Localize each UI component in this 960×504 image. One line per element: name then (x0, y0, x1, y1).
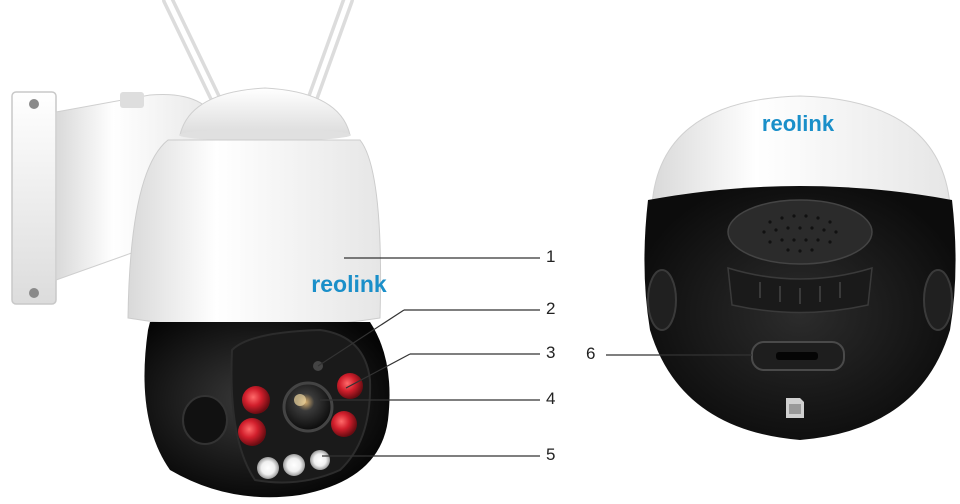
callout-5: 5 (546, 445, 556, 464)
spotlight-led (283, 454, 305, 476)
callout-3: 3 (546, 343, 556, 362)
callout-6: 6 (586, 344, 596, 363)
antenna-right (306, 0, 354, 106)
callout-4: 4 (546, 389, 556, 408)
callout-lines-left (317, 257, 540, 457)
camera-housing (127, 139, 382, 329)
ir-led (242, 386, 270, 414)
spotlight-led (257, 457, 279, 479)
wall-mount-plate (11, 91, 57, 305)
mount-arm-bracket (120, 92, 144, 108)
ir-led (331, 411, 357, 437)
callout-1: 1 (546, 247, 556, 266)
speaker-grille (727, 199, 873, 265)
dome-side-knob (182, 395, 228, 445)
antenna-left (162, 0, 226, 114)
top-cap (179, 87, 351, 136)
mount-screw-icon (29, 99, 39, 109)
side-knob (647, 269, 677, 331)
right-camera: reolink (644, 95, 956, 440)
mount-screw-icon (29, 288, 39, 298)
spotlight-led (310, 450, 330, 470)
speaker-holes (762, 214, 838, 253)
lens (282, 381, 334, 433)
left-camera: reolink (11, 0, 390, 498)
micro-sd-icon (786, 398, 804, 418)
brand-logo: reolink (762, 111, 835, 136)
callout-2: 2 (546, 299, 556, 318)
brand-logo: reolink (311, 271, 387, 297)
side-knob (923, 269, 953, 331)
right-housing (651, 95, 951, 206)
ir-led (238, 418, 266, 446)
